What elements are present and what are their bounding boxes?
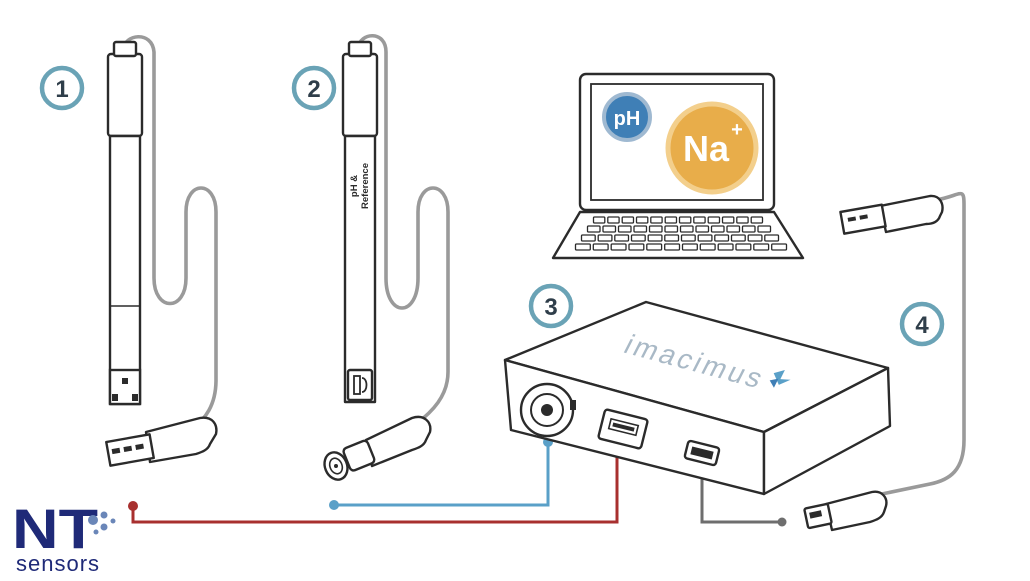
keyboard-key bbox=[621, 216, 635, 224]
ph-label: pH bbox=[614, 108, 641, 130]
probe-2-label-line1: pH & bbox=[349, 175, 360, 197]
usb-cable-4 bbox=[803, 191, 966, 532]
keyboard-key bbox=[730, 234, 746, 242]
keyboard-key bbox=[741, 225, 756, 233]
keyboard-key bbox=[678, 216, 692, 224]
device-brand-bird-icon bbox=[769, 369, 791, 388]
keyboard-key bbox=[750, 216, 764, 224]
keyboard-key bbox=[757, 225, 772, 233]
keyboard-key bbox=[697, 234, 713, 242]
keyboard-key bbox=[735, 243, 752, 251]
step-badge-2: 2 bbox=[291, 65, 337, 111]
keyboard-key bbox=[586, 225, 601, 233]
keyboard-key bbox=[710, 225, 725, 233]
keyboard-key bbox=[679, 225, 694, 233]
probe-2-label-line2: Reference bbox=[360, 163, 371, 209]
keyboard-key bbox=[580, 234, 596, 242]
keyboard-key bbox=[736, 216, 749, 224]
laptop-keyboard bbox=[574, 216, 788, 251]
na-label: Na bbox=[683, 128, 730, 169]
keyboard-key bbox=[707, 216, 721, 224]
keyboard-key bbox=[614, 234, 630, 242]
logo-sub-text: sensors bbox=[16, 551, 100, 576]
step-badge-3-number: 3 bbox=[544, 294, 557, 321]
step-badge-1-number: 1 bbox=[55, 76, 68, 103]
imacimus-device: imacimus bbox=[503, 300, 892, 496]
keyboard-key bbox=[726, 225, 741, 233]
na-superscript: + bbox=[731, 119, 743, 141]
keyboard-key bbox=[664, 216, 678, 224]
step-badge-1: 1 bbox=[39, 65, 85, 111]
keyboard-key bbox=[633, 225, 648, 233]
step-badge-4: 4 bbox=[899, 301, 945, 347]
keyboard-key bbox=[647, 234, 663, 242]
keyboard-key bbox=[693, 216, 706, 224]
keyboard-key bbox=[607, 216, 620, 224]
keyboard-key bbox=[610, 243, 627, 251]
probe-2-electrode bbox=[323, 34, 450, 481]
keyboard-key bbox=[592, 243, 609, 251]
step-badge-3: 3 bbox=[528, 283, 574, 329]
keyboard-key bbox=[646, 243, 663, 251]
keyboard-key bbox=[592, 216, 606, 224]
keyboard-key bbox=[617, 225, 632, 233]
logo-dots-icon bbox=[88, 511, 116, 535]
step-badge-2-number: 2 bbox=[307, 76, 320, 103]
keyboard-key bbox=[714, 234, 730, 242]
keyboard-key bbox=[664, 234, 680, 242]
keyboard-key bbox=[602, 225, 617, 233]
keyboard-key bbox=[574, 243, 591, 251]
logo-main-text: NT bbox=[12, 497, 98, 560]
laptop: pH Na + bbox=[551, 72, 805, 260]
keyboard-key bbox=[635, 216, 649, 224]
keyboard-key bbox=[721, 216, 735, 224]
keyboard-key bbox=[680, 234, 696, 242]
keyboard-key bbox=[650, 216, 663, 224]
keyboard-key bbox=[630, 234, 646, 242]
keyboard-key bbox=[597, 234, 613, 242]
keyboard-key bbox=[771, 243, 788, 251]
keyboard-key bbox=[717, 243, 734, 251]
ph-badge: pH bbox=[602, 92, 652, 142]
keyboard-key bbox=[699, 243, 716, 251]
keyboard-key bbox=[747, 234, 763, 242]
keyboard-key bbox=[648, 225, 663, 233]
nt-sensors-logo: NT sensors bbox=[12, 497, 116, 576]
probe-2-label: pH & Reference bbox=[349, 163, 371, 209]
na-badge: Na + bbox=[665, 101, 759, 195]
probe-1-electrode bbox=[105, 35, 218, 467]
keyboard-key bbox=[695, 225, 710, 233]
keyboard-key bbox=[664, 243, 681, 251]
keyboard-key bbox=[764, 234, 780, 242]
keyboard-key bbox=[664, 225, 679, 233]
keyboard-key bbox=[628, 243, 645, 251]
step-badge-4-number: 4 bbox=[915, 312, 929, 339]
keyboard-key bbox=[681, 243, 698, 251]
keyboard-key bbox=[753, 243, 770, 251]
